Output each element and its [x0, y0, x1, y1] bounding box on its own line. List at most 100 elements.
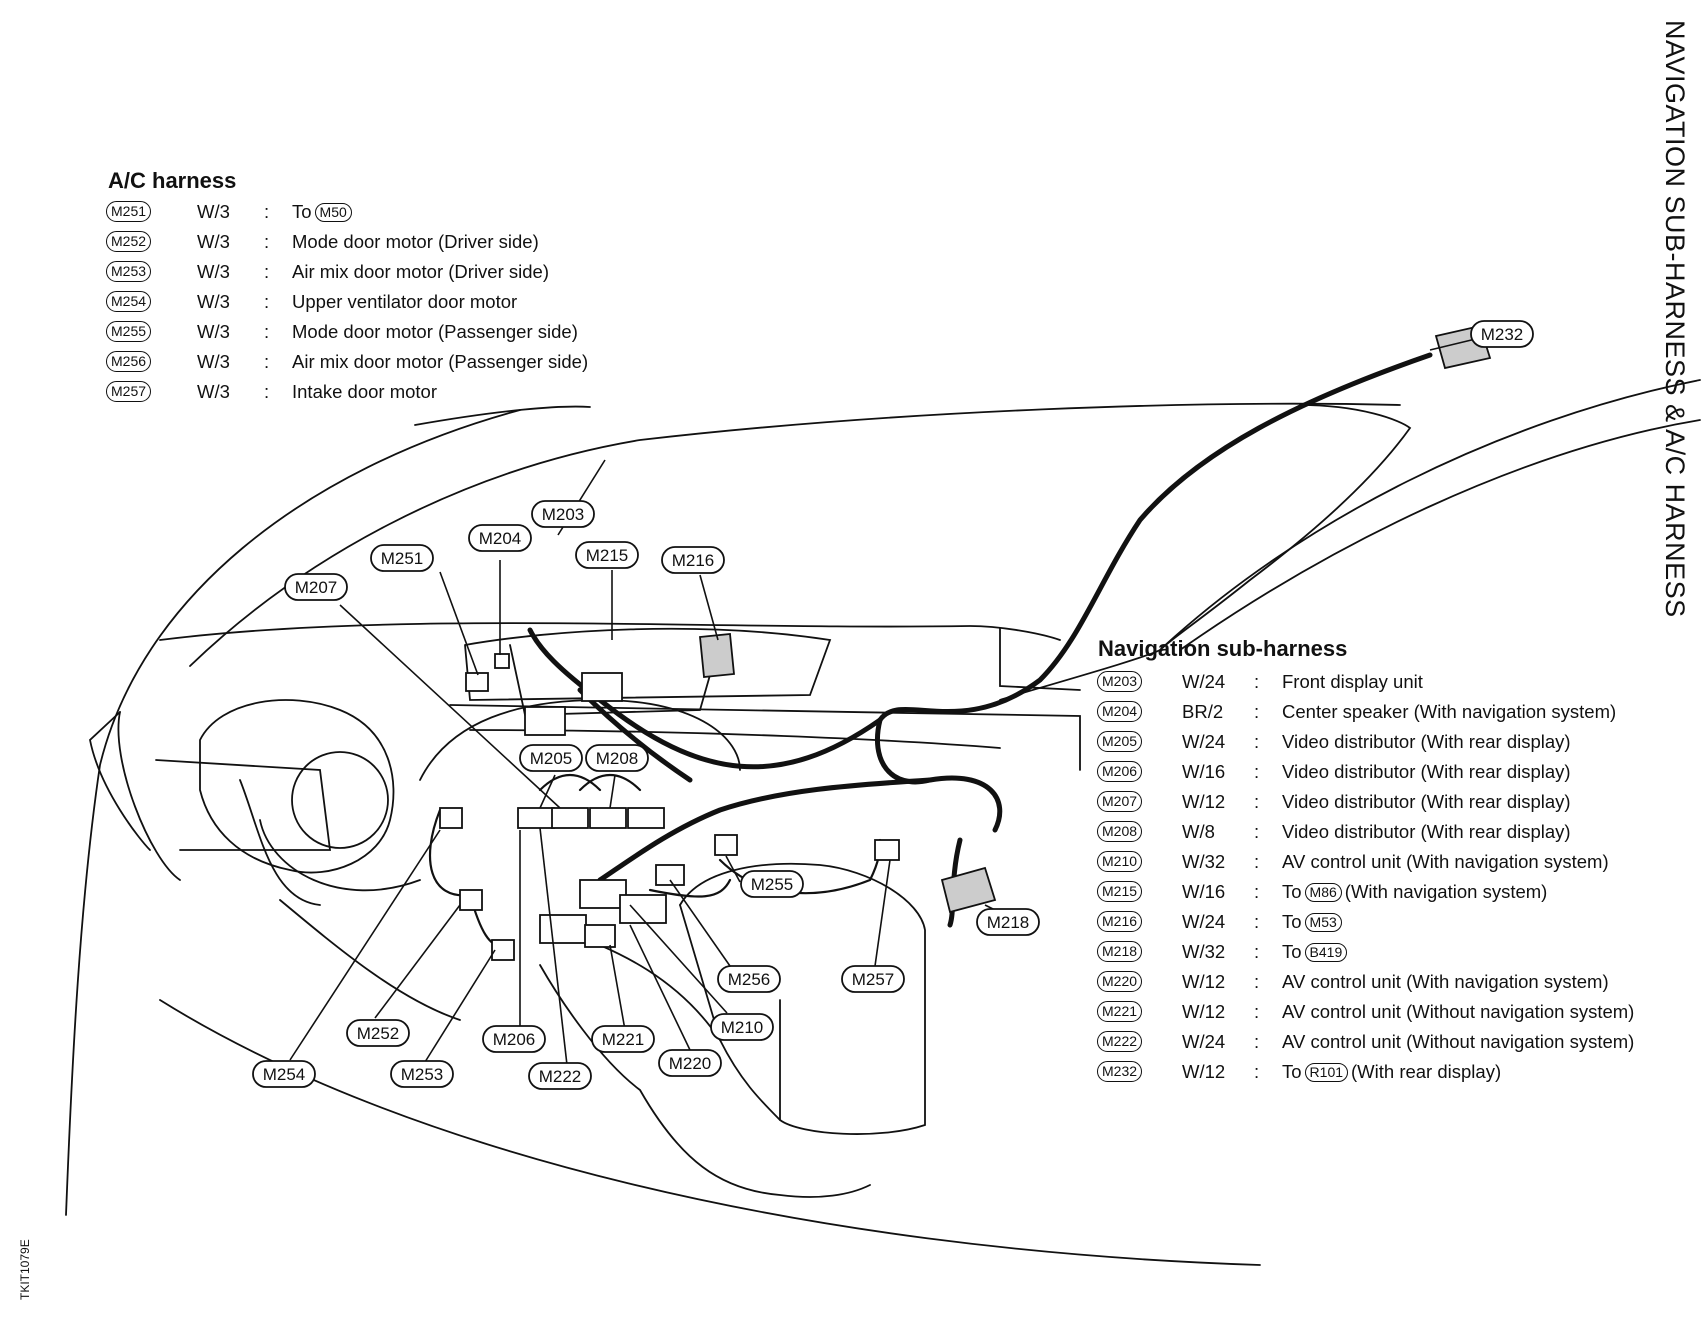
- connectors: [439, 324, 1492, 961]
- description-text: Mode door motor (Driver side): [292, 231, 539, 252]
- connector-code: M253: [106, 261, 152, 282]
- connector-description: Mode door motor (Passenger side): [292, 321, 578, 343]
- callout-m203: M203: [531, 500, 595, 528]
- description-text: Air mix door motor (Driver side): [292, 261, 549, 282]
- callout-m205: M205: [519, 744, 583, 772]
- separator: :: [264, 381, 270, 402]
- reference-connector: M50: [314, 203, 352, 222]
- separator: :: [1254, 791, 1260, 812]
- callout-label: M208: [596, 749, 639, 768]
- connector-description: Video distributor (With rear display): [1282, 731, 1571, 753]
- connector-code: M205: [1097, 731, 1143, 752]
- callout-m232: M232: [1470, 320, 1534, 348]
- description-text: Air mix door motor (Passenger side): [292, 351, 589, 372]
- connector-type: W/3: [197, 291, 230, 312]
- to-label: To: [1282, 1061, 1302, 1082]
- separator: :: [1254, 761, 1260, 782]
- description-text: Upper ventilator door motor: [292, 291, 518, 312]
- callout-label: M257: [852, 970, 895, 989]
- connector-code: M206: [1097, 761, 1143, 782]
- callout-label: M205: [530, 749, 573, 768]
- connector-type: W/3: [197, 351, 230, 372]
- connector-type: W/12: [1182, 1061, 1226, 1082]
- separator: :: [1254, 851, 1260, 872]
- connector-code: M203: [1097, 671, 1143, 692]
- callout-label: M252: [357, 1024, 400, 1043]
- connector-type: W/8: [1182, 821, 1215, 842]
- separator: :: [264, 201, 270, 222]
- callout-label: M218: [987, 913, 1030, 932]
- connector-type: W/3: [197, 261, 230, 282]
- callout-m210: M210: [710, 1013, 774, 1041]
- connector-description: Center speaker (With navigation system): [1282, 701, 1616, 723]
- callout-m204: M204: [468, 524, 532, 552]
- callout-label: M210: [721, 1018, 764, 1037]
- connector-code: M257: [106, 381, 152, 402]
- callout-m253: M253: [390, 1060, 454, 1088]
- callout-label: M220: [669, 1054, 712, 1073]
- separator: :: [1254, 731, 1260, 752]
- connector-type: W/3: [197, 381, 230, 402]
- connector-code: M207: [1097, 791, 1143, 812]
- description-text: (With rear display): [1351, 1061, 1502, 1082]
- callout-m215: M215: [575, 541, 639, 569]
- to-label: To: [1282, 941, 1302, 962]
- connector-description: AV control unit (With navigation system): [1282, 851, 1609, 873]
- callout-label: M206: [493, 1030, 536, 1049]
- description-text: Video distributor (With rear display): [1282, 761, 1571, 782]
- callout-m252: M252: [346, 1019, 410, 1047]
- callout-label: M254: [263, 1065, 306, 1084]
- separator: :: [1254, 941, 1260, 962]
- description-text: AV control unit (Without navigation syst…: [1282, 1031, 1635, 1052]
- callout-m206: M206: [482, 1025, 546, 1053]
- connector-code: M221: [1097, 1001, 1143, 1022]
- connector-code: M204: [1097, 701, 1143, 722]
- separator: :: [1254, 971, 1260, 992]
- connector-code: M215: [1097, 881, 1143, 902]
- connector-type: W/12: [1182, 791, 1226, 812]
- connector-code: M232: [1097, 1061, 1143, 1082]
- connector-type: W/24: [1182, 671, 1226, 692]
- description-text: Intake door motor: [292, 381, 437, 402]
- connector-type: W/16: [1182, 881, 1226, 902]
- connector-description: Video distributor (With rear display): [1282, 791, 1571, 813]
- separator: :: [1254, 1001, 1260, 1022]
- to-label: To: [1282, 881, 1302, 902]
- description-text: (With navigation system): [1344, 881, 1548, 902]
- callout-label: M255: [751, 875, 794, 894]
- callout-label: M256: [728, 970, 771, 989]
- callout-m218: M218: [976, 908, 1040, 936]
- description-text: Video distributor (With rear display): [1282, 791, 1571, 812]
- connector-type: W/12: [1182, 1001, 1226, 1022]
- connector-code: M255: [106, 321, 152, 342]
- to-label: To: [1282, 911, 1302, 932]
- callout-m257: M257: [841, 965, 905, 993]
- callout-m216: M216: [661, 546, 725, 574]
- callout-label: M207: [295, 578, 338, 597]
- separator: :: [1254, 671, 1260, 692]
- connector-code: M220: [1097, 971, 1143, 992]
- connector-description: AV control unit (Without navigation syst…: [1282, 1001, 1634, 1023]
- connector-code: M210: [1097, 851, 1143, 872]
- separator: :: [264, 261, 270, 282]
- callout-m208: M208: [585, 744, 649, 772]
- to-label: To: [292, 201, 312, 222]
- connector-type: W/32: [1182, 941, 1226, 962]
- connector-description: AV control unit (With navigation system): [1282, 971, 1609, 993]
- separator: :: [264, 351, 270, 372]
- reference-connector: R101: [1304, 1063, 1349, 1082]
- connector-code: M252: [106, 231, 152, 252]
- separator: :: [1254, 881, 1260, 902]
- callout-m207: M207: [284, 573, 348, 601]
- reference-connector: M86: [1304, 883, 1342, 902]
- reference-connector: B419: [1304, 943, 1348, 962]
- separator: :: [264, 321, 270, 342]
- connector-description: AV control unit (Without navigation syst…: [1282, 1031, 1634, 1053]
- connector-description: Front display unit: [1282, 671, 1423, 693]
- description-text: AV control unit (Without navigation syst…: [1282, 1001, 1635, 1022]
- connector-code: M251: [106, 201, 152, 222]
